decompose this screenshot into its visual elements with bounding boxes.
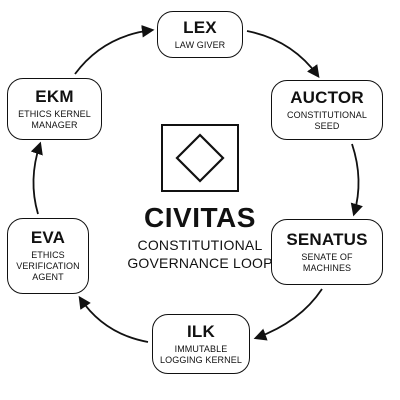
node-title: AUCTOR	[290, 87, 364, 107]
node-subtitle-line: CONSTITUTIONAL	[287, 109, 367, 120]
diagram-subtitle-line: GOVERNANCE LOOP	[127, 255, 273, 271]
node-subtitle: ETHICS VERIFICATION AGENT	[16, 250, 80, 283]
node-ilk: ILK IMMUTABLE LOGGING KERNEL	[152, 314, 250, 374]
diagram-title: CIVITAS	[144, 202, 256, 233]
node-title: LEX	[183, 17, 217, 37]
node-subtitle: CONSTITUTIONAL SEED	[287, 110, 367, 132]
node-title: SENATUS	[286, 229, 368, 249]
node-lex: LEX LAW GIVER	[157, 11, 243, 58]
node-senatus: SENATUS SENATE OF MACHINES	[271, 219, 383, 285]
node-title: EVA	[30, 228, 66, 247]
node-eva: EVA ETHICS VERIFICATION AGENT	[7, 218, 89, 294]
node-subtitle: SENATE OF MACHINES	[301, 252, 352, 274]
arrow-eva-to-ekm	[30, 141, 43, 215]
arrow-ekm-to-lex	[74, 24, 155, 75]
arrow-senatus-to-ilk	[253, 288, 323, 341]
node-subtitle: IMMUTABLE LOGGING KERNEL	[160, 344, 242, 366]
node-auctor: AUCTOR CONSTITUTIONAL SEED	[271, 80, 383, 140]
node-subtitle-line: AGENT	[32, 272, 64, 282]
arrow-lex-to-auctor	[246, 30, 320, 79]
diamond-in-square-icon	[161, 124, 239, 192]
diagram-subtitle-line: CONSTITUTIONAL	[137, 237, 263, 253]
node-subtitle-line: IMMUTABLE	[174, 343, 228, 354]
node-subtitle-line: SENATE OF	[301, 251, 353, 262]
node-subtitle-line: LAW GIVER	[174, 39, 226, 50]
node-subtitle-line: MACHINES	[302, 262, 352, 273]
node-title: EKM	[35, 86, 74, 106]
arrow-auctor-to-senatus	[350, 143, 363, 217]
node-subtitle-line: LOGGING KERNEL	[160, 354, 242, 365]
node-subtitle-line: ETHICS	[31, 250, 65, 260]
arrow-ilk-to-eva	[78, 295, 149, 343]
node-subtitle-line: MANAGER	[31, 119, 78, 130]
node-title: ILK	[187, 321, 215, 341]
node-subtitle: LAW GIVER	[175, 40, 226, 51]
node-subtitle: ETHICS KERNEL MANAGER	[18, 109, 91, 131]
node-subtitle-line: ETHICS KERNEL	[18, 108, 91, 119]
node-subtitle-line: SEED	[314, 120, 340, 131]
diamond-icon	[175, 133, 225, 183]
diagram-subtitle: CONSTITUTIONAL GOVERNANCE LOOP	[100, 236, 300, 272]
node-subtitle-line: VERIFICATION	[16, 261, 80, 271]
node-ekm: EKM ETHICS KERNEL MANAGER	[7, 78, 102, 140]
